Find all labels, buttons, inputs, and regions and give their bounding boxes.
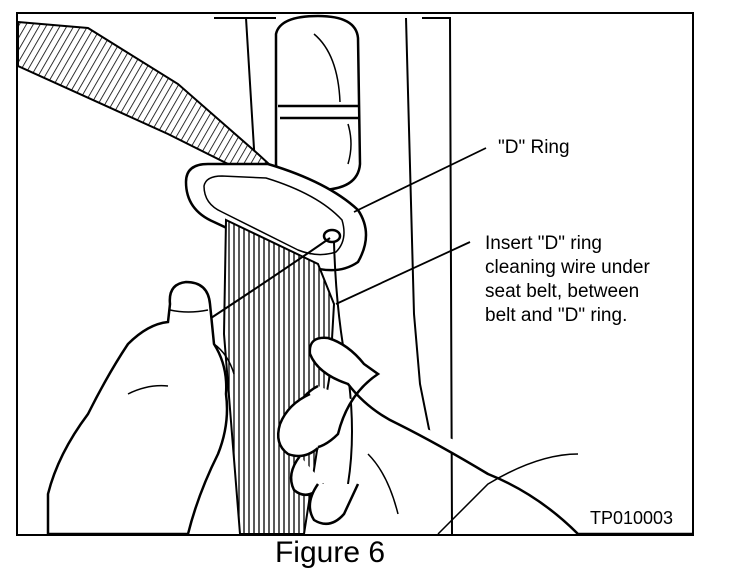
height-adjuster — [274, 14, 362, 192]
figure-frame: "D" Ring Insert "D" ring cleaning wire u… — [16, 12, 694, 536]
instruction-label: Insert "D" ring cleaning wire under seat… — [485, 233, 650, 326]
leader-lines — [335, 147, 487, 305]
d-ring-label: "D" Ring — [498, 137, 570, 158]
seat-belt-illustration — [18, 14, 692, 534]
figure-caption: Figure 6 — [274, 536, 386, 569]
left-hand — [46, 280, 235, 534]
figure-code: TP010003 — [590, 508, 674, 528]
right-hand — [277, 336, 692, 534]
